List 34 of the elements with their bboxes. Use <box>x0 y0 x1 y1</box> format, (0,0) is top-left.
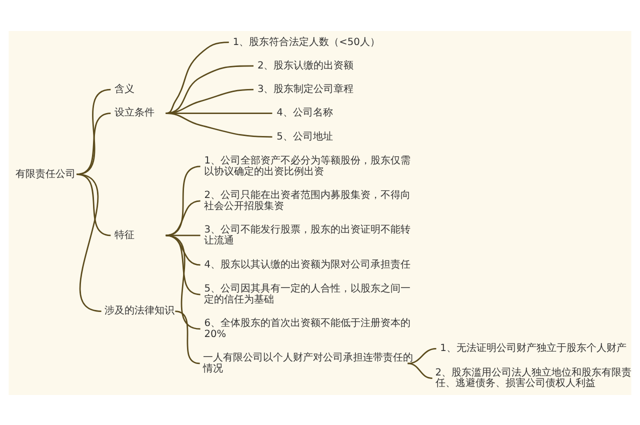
node-text: 含义 <box>114 84 135 95</box>
node-text: 2、公司只能在出资者范围内募股集资，不得向社会公开招股集资 <box>204 189 411 212</box>
node-text: 1、公司全部资产不必分为等额股份，股东仅需以协议确定的出资比例出资 <box>204 155 411 177</box>
node-text: 2、股东认缴的出资额 <box>257 60 354 71</box>
node-text: 涉及的法律知识 <box>104 305 174 316</box>
connector <box>76 173 102 312</box>
node-text: 特征 <box>114 229 135 240</box>
connector <box>166 234 200 236</box>
connector <box>408 348 436 364</box>
node-text: 2、股东滥用公司法人独立地位和股东有限责任、逃避债务、损害公司债权人利益 <box>435 366 632 389</box>
connector <box>76 88 111 175</box>
node-text: 6、全体股东的首次出资额不能低于注册资本的20% <box>204 318 411 340</box>
node-text: 4、股东以其认缴的出资额为限对公司承担责任 <box>204 258 411 270</box>
node-text: 有限责任公司 <box>16 168 76 180</box>
connector <box>166 41 229 114</box>
node-text: 5、公司地址 <box>276 130 333 142</box>
node-text: 3、股东制定公司章程 <box>257 84 354 95</box>
connector <box>166 112 272 138</box>
connector <box>76 173 111 236</box>
connector <box>166 165 200 236</box>
node-text: 一人有限公司以个人财产对公司承担连带责任的情况 <box>202 352 413 374</box>
connector <box>76 112 111 175</box>
node-text: 1、股东符合法定人数（<50人） <box>232 36 380 48</box>
node-text: 5、公司因其具有一定的人合性，以股东之间一定的信任为基础 <box>204 283 411 305</box>
connector <box>175 310 200 364</box>
node-text: 4、公司名称 <box>276 107 333 118</box>
node-text: 设立条件 <box>114 107 155 118</box>
node-text: 3、公司不能发行股票，股东的出资证明不能转让流通 <box>204 224 411 246</box>
connector <box>166 200 200 236</box>
connector <box>408 362 432 378</box>
connector <box>166 234 200 330</box>
connector <box>166 234 200 266</box>
connector <box>166 234 200 295</box>
node-text: 1、无法证明公司财产独立于股东个人财产 <box>440 342 626 354</box>
